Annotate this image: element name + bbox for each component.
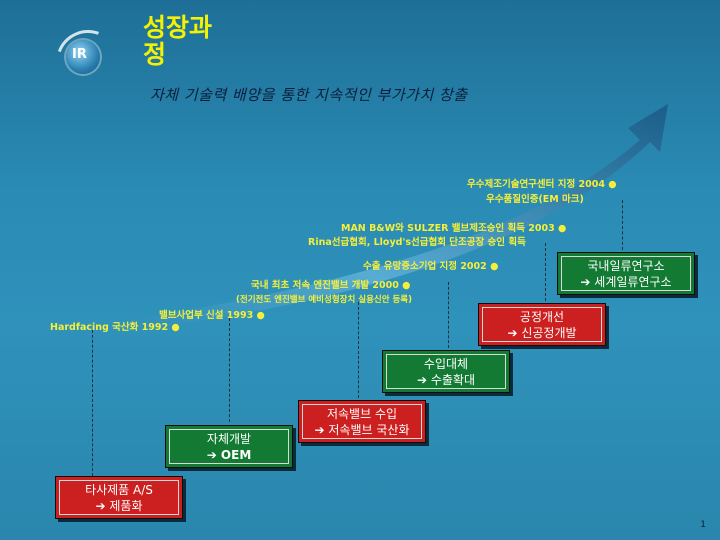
step-4-line2: ➔ 수출확대 xyxy=(416,372,476,387)
step-5-line1: 공정개선 xyxy=(519,309,565,324)
connector-line xyxy=(358,302,359,398)
milestone-lloyds: Rina선급협회, Lloyd's선급협회 단조공장 승인 획득 xyxy=(308,237,526,248)
step-6-line2: ➔ 세계일류연구소 xyxy=(580,274,672,289)
milestone-2002: 수출 유망중소기업 지정 2002 ● xyxy=(363,261,499,272)
step-5-line2: ➔ 신공정개발 xyxy=(507,325,577,340)
step-box-1: 타사제품 A/S ➔ 제품화 xyxy=(55,476,183,519)
connector-line xyxy=(622,200,623,250)
step-6-line1: 국내일류연구소 xyxy=(587,258,665,273)
page-number: 1 xyxy=(700,520,706,530)
step-1-line2: ➔ 제품화 xyxy=(95,498,143,513)
connector-line xyxy=(229,318,230,422)
step-3-line1: 저속밸브 수입 xyxy=(326,406,398,421)
connector-line xyxy=(92,330,93,476)
slide-subtitle: 자체 기술력 배양을 통한 지속적인 부가가치 창출 xyxy=(150,86,468,104)
step-2-line2: ➔ OEM xyxy=(206,447,252,462)
step-3-line2: ➔ 저속밸브 국산화 xyxy=(314,422,410,437)
slide-title: 성장과정 xyxy=(143,13,213,69)
milestone-2000: 국내 최초 저속 엔진밸브 개발 2000 ● xyxy=(251,280,411,291)
connector-line xyxy=(448,282,449,348)
milestone-1992: Hardfacing 국산화 1992 ● xyxy=(50,322,180,333)
step-4-line1: 수입대체 xyxy=(423,356,469,371)
milestone-2003: MAN B&W와 SULZER 밸브제조승인 획득 2003 ● xyxy=(341,223,567,234)
ir-logo-icon xyxy=(66,40,100,74)
step-box-5: 공정개선 ➔ 신공정개발 xyxy=(478,303,606,346)
milestone-1993: 밸브사업부 신설 1993 ● xyxy=(159,310,265,321)
milestone-2004: 우수제조기술연구센터 지정 2004 ● xyxy=(467,179,617,190)
milestone-em-mark: 우수품질인증(EM 마크) xyxy=(486,194,584,205)
step-box-2: 자체개발 ➔ OEM xyxy=(165,425,293,468)
step-box-4: 수입대체 ➔ 수출확대 xyxy=(382,350,510,393)
connector-line xyxy=(545,243,546,301)
step-box-3: 저속밸브 수입 ➔ 저속밸브 국산화 xyxy=(298,400,426,443)
logo-text: IR xyxy=(72,47,87,62)
step-box-6: 국내일류연구소 ➔ 세계일류연구소 xyxy=(557,252,695,295)
milestone-2000-note: (전기전도 엔진밸브 예비성형장치 실용신안 등록) xyxy=(236,295,413,305)
step-1-line1: 타사제품 A/S xyxy=(85,482,153,497)
step-2-line1: 자체개발 xyxy=(206,431,252,446)
